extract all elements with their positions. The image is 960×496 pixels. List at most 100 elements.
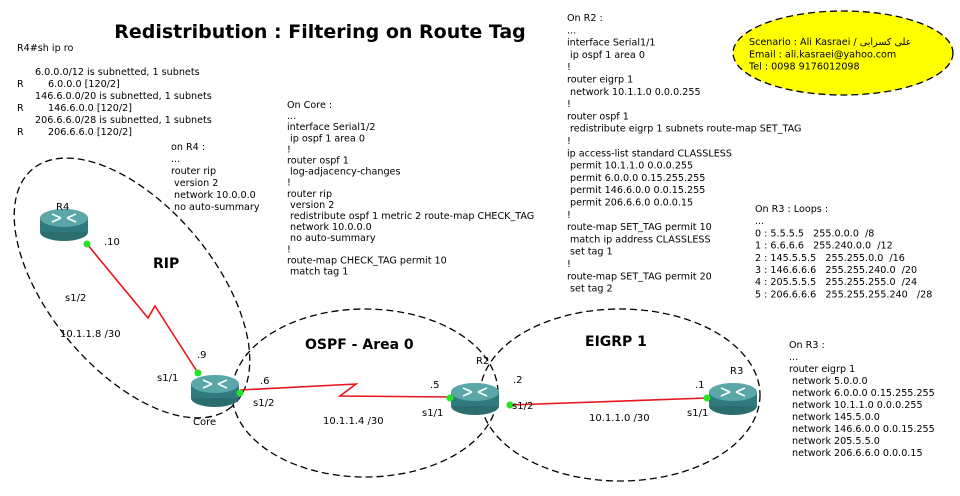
config-line: permit 10.1.1.0 0.0.0.255 bbox=[567, 161, 693, 172]
diagram-title: Redistribution : Filtering on Route Tag bbox=[114, 21, 526, 43]
config-line: ! bbox=[567, 62, 571, 73]
config-line: network 10.1.1.0 0.0.0.255 bbox=[789, 400, 923, 411]
config-line: ... bbox=[287, 111, 296, 122]
r4-show-ip-route-output: R4#sh ip ro 6.0.0.0/12 is subnetted, 1 su… bbox=[17, 43, 212, 138]
contact-bubble bbox=[732, 10, 954, 96]
config-line: 6.0.0.0/12 is subnetted, 1 subnets bbox=[35, 67, 200, 78]
config-line: ip access-list standard CLASSLESS bbox=[567, 148, 732, 159]
subnet-label: 10.1.1.8 /30 bbox=[60, 329, 121, 340]
subnet-label: 10.1.1.4 /30 bbox=[323, 416, 384, 427]
config-line: redistribute ospf 1 metric 2 route-map C… bbox=[287, 211, 534, 222]
config-line: on R4 : bbox=[171, 142, 205, 153]
ip-label: .1 bbox=[695, 380, 705, 391]
config-line: ! bbox=[567, 210, 571, 221]
config-line: match ip address CLASSLESS bbox=[567, 234, 711, 245]
r3-config-block: On R3 :...router eigrp 1 network 5.0.0.0… bbox=[789, 340, 935, 459]
interface-label: s1/2 bbox=[512, 401, 533, 412]
interface-label: s1/2 bbox=[65, 293, 86, 304]
contact-info: Scenario : Ali Kasraei / علی کسراییEmail… bbox=[748, 37, 911, 73]
config-line: router rip bbox=[171, 166, 216, 177]
config-line: 3 : 146.6.6.6 255.255.240.0 /20 bbox=[755, 265, 917, 276]
subnet-label: 10.1.1.0 /30 bbox=[589, 413, 650, 424]
config-line: route-map SET_TAG permit 10 bbox=[567, 222, 712, 233]
port-r3-s1-1 bbox=[703, 394, 711, 402]
config-line: permit 6.0.0.0 0.15.255.255 bbox=[567, 173, 705, 184]
config-line: interface Serial1/1 bbox=[567, 38, 655, 49]
config-line: match tag 1 bbox=[287, 267, 348, 278]
router-r2[interactable] bbox=[450, 382, 500, 416]
router-name-core: Core bbox=[193, 417, 216, 428]
config-line: R bbox=[17, 103, 24, 114]
config-line: set tag 1 bbox=[567, 247, 613, 258]
port-core-s1-1 bbox=[194, 369, 202, 377]
config-line: ip ospf 1 area 0 bbox=[287, 133, 365, 144]
config-line: route-map SET_TAG permit 20 bbox=[567, 271, 712, 282]
ip-label: .2 bbox=[513, 375, 523, 386]
config-line: network 10.0.0.0 bbox=[171, 190, 256, 201]
r2-config-block: On R2 :...interface Serial1/1 ip ospf 1 … bbox=[567, 13, 801, 295]
r3-loopbacks-block: On R3 : Loops :...0 : 5.5.5.5 255.0.0.0 … bbox=[755, 204, 932, 300]
config-line: ! bbox=[287, 244, 291, 255]
config-line: version 2 bbox=[287, 200, 334, 211]
config-line: permit 146.6.0.0 0.0.15.255 bbox=[567, 185, 705, 196]
config-line: network 206.6.6.0 0.0.0.15 bbox=[789, 448, 923, 459]
config-line: route-map CHECK_TAG permit 10 bbox=[287, 255, 447, 266]
config-line: network 146.6.0.0 0.0.15.255 bbox=[789, 424, 935, 435]
config-line: no auto-summary bbox=[287, 233, 376, 244]
config-line: 5 : 206.6.6.6 255.255.255.240 /28 bbox=[755, 289, 932, 300]
router-name-r2: R2 bbox=[476, 356, 489, 367]
config-line: permit 206.6.6.0 0.0.0.15 bbox=[567, 198, 693, 209]
rip-area-label: RIP bbox=[153, 256, 179, 272]
config-line: interface Serial1/2 bbox=[287, 122, 375, 133]
config-line: ! bbox=[567, 136, 571, 147]
config-line: ! bbox=[287, 144, 291, 155]
r4-config-block: on R4 :...router rip version 2 network 1… bbox=[171, 142, 260, 213]
config-line: ! bbox=[567, 99, 571, 110]
config-line: 6.0.0.0 [120/2] bbox=[48, 79, 120, 90]
config-line: router eigrp 1 bbox=[789, 364, 855, 375]
config-line: ... bbox=[171, 154, 180, 165]
config-line: ip ospf 1 area 0 bbox=[567, 50, 645, 61]
interface-label: s1/1 bbox=[687, 408, 708, 419]
config-line: router rip bbox=[287, 189, 332, 200]
link-r4-core bbox=[86, 243, 199, 374]
link-core-r2 bbox=[239, 383, 451, 398]
port-r2-s1-2 bbox=[506, 401, 514, 409]
config-line: On Core : bbox=[287, 100, 332, 111]
config-line: 0 : 5.5.5.5 255.0.0.0 /8 bbox=[755, 228, 874, 239]
config-line: 4 : 205.5.5.5 255.255.255.0 /24 bbox=[755, 277, 917, 288]
config-line: network 10.1.1.0 0.0.0.255 bbox=[567, 87, 701, 98]
router-r3[interactable] bbox=[708, 382, 758, 416]
config-line: network 5.0.0.0 bbox=[789, 376, 868, 387]
config-line: 146.6.0.0/20 is subnetted, 1 subnets bbox=[35, 91, 212, 102]
config-line: redistribute eigrp 1 subnets route-map S… bbox=[567, 124, 801, 135]
port-r2-s1-1 bbox=[446, 394, 454, 402]
config-line: network 6.0.0.0 0.15.255.255 bbox=[789, 388, 935, 399]
port-r4-s1-2 bbox=[83, 240, 91, 248]
router-r4[interactable] bbox=[39, 208, 89, 242]
config-line: set tag 2 bbox=[567, 284, 613, 295]
config-line: On R3 : bbox=[789, 340, 825, 351]
config-line: On R3 : Loops : bbox=[755, 204, 828, 215]
link-r2-r3 bbox=[509, 397, 708, 406]
config-line: 206.6.6.0 [120/2] bbox=[48, 127, 132, 138]
config-line: Scenario : Ali Kasraei / علی کسرایی bbox=[749, 37, 911, 48]
config-line: R4#sh ip ro bbox=[17, 43, 73, 54]
config-line: network 145.5.0.0 bbox=[789, 412, 880, 423]
config-line: ! bbox=[567, 259, 571, 270]
ip-label: .9 bbox=[197, 350, 207, 361]
config-line: ... bbox=[789, 352, 798, 363]
config-line: network 205.5.5.0 bbox=[789, 436, 880, 447]
router-core[interactable] bbox=[190, 374, 240, 408]
ospf-area-label: OSPF - Area 0 bbox=[305, 337, 414, 353]
interface-label: s1/1 bbox=[422, 408, 443, 419]
config-line: router eigrp 1 bbox=[567, 75, 633, 86]
interface-label: s1/2 bbox=[253, 398, 274, 409]
config-line: Tel : 0098 9176012098 bbox=[748, 62, 860, 73]
config-line: 2 : 145.5.5.5 255.255.0.0 /16 bbox=[755, 253, 905, 264]
port-core-s1-2 bbox=[236, 389, 244, 397]
config-line: ! bbox=[287, 178, 291, 189]
config-line: On R2 : bbox=[567, 13, 603, 24]
config-line: no auto-summary bbox=[171, 202, 260, 213]
eigrp-area-boundary bbox=[479, 308, 761, 482]
